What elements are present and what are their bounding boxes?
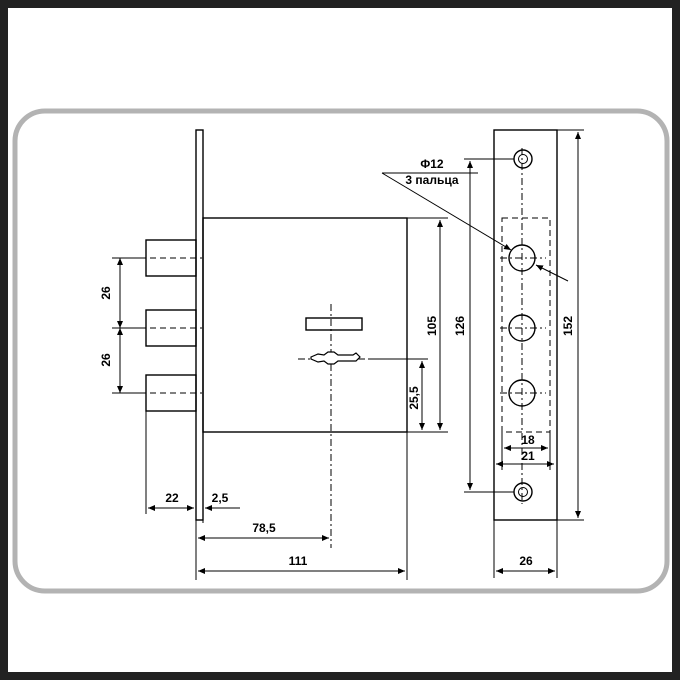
keyhole-icon xyxy=(298,304,368,548)
handle-slot xyxy=(305,317,363,331)
dim-label-126: 126 xyxy=(453,316,467,336)
dim-label-78-5: 78,5 xyxy=(252,521,276,535)
dim-plate-width: 26 xyxy=(493,520,558,578)
dim-label-22: 22 xyxy=(165,491,179,505)
dim-label-18: 18 xyxy=(521,433,535,447)
dim-label-105: 105 xyxy=(425,316,439,336)
dim-inner-width: 18 21 xyxy=(496,432,554,470)
lock-technical-drawing: 26 26 105 25,5 22 2,5 78,5 111 xyxy=(12,108,670,594)
drawing-sheet: 26 26 105 25,5 22 2,5 78,5 111 xyxy=(8,8,672,672)
dim-plate-holes: 126 xyxy=(453,158,514,493)
lock-body xyxy=(202,217,408,433)
dim-label-26-width: 26 xyxy=(519,554,533,568)
dim-label-111: 111 xyxy=(289,554,308,568)
label-fingers: 3 пальца xyxy=(405,173,458,187)
dim-body-height: 105 25,5 xyxy=(368,217,448,433)
screw-hole-bottom-icon xyxy=(513,482,533,502)
dim-label-25-5: 25,5 xyxy=(407,386,421,410)
dim-backset: 78,5 xyxy=(198,521,329,541)
dim-body-width: 111 xyxy=(198,432,408,580)
label-diameter: Φ12 xyxy=(420,157,444,171)
dim-label-26-bottom: 26 xyxy=(99,353,113,367)
dim-bolt-projection: 22 2,5 xyxy=(145,411,240,580)
screw-hole-top-icon xyxy=(513,149,533,169)
dim-label-152: 152 xyxy=(561,316,575,336)
bolts xyxy=(140,239,202,412)
rounded-frame xyxy=(12,108,670,594)
dim-label-2-5: 2,5 xyxy=(212,491,229,505)
dim-label-21: 21 xyxy=(521,449,535,463)
annotation-bolt-diameter: Φ12 3 пальца xyxy=(381,157,569,282)
dim-bolt-spacing: 26 26 xyxy=(99,257,146,394)
dim-label-26-top: 26 xyxy=(99,286,113,300)
dim-plate-total: 152 xyxy=(557,129,584,521)
face-plate-side xyxy=(195,129,204,521)
